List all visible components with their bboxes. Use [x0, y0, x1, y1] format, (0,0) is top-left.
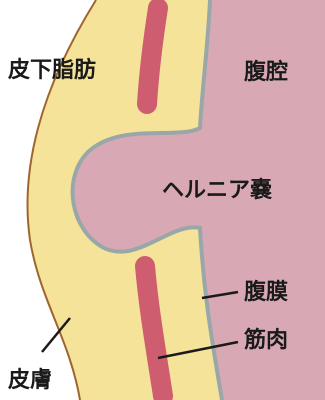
- peritoneum-label: 腹膜: [244, 282, 288, 304]
- hernia-sac-label: ヘルニア嚢: [162, 180, 272, 202]
- muscle-label: 筋肉: [244, 330, 288, 352]
- abdominal-cavity-label: 腹腔: [244, 62, 288, 84]
- subcutaneous-fat-label: 皮下脂肪: [8, 60, 96, 82]
- skin-label: 皮膚: [8, 370, 52, 392]
- muscle-upper: [147, 8, 158, 104]
